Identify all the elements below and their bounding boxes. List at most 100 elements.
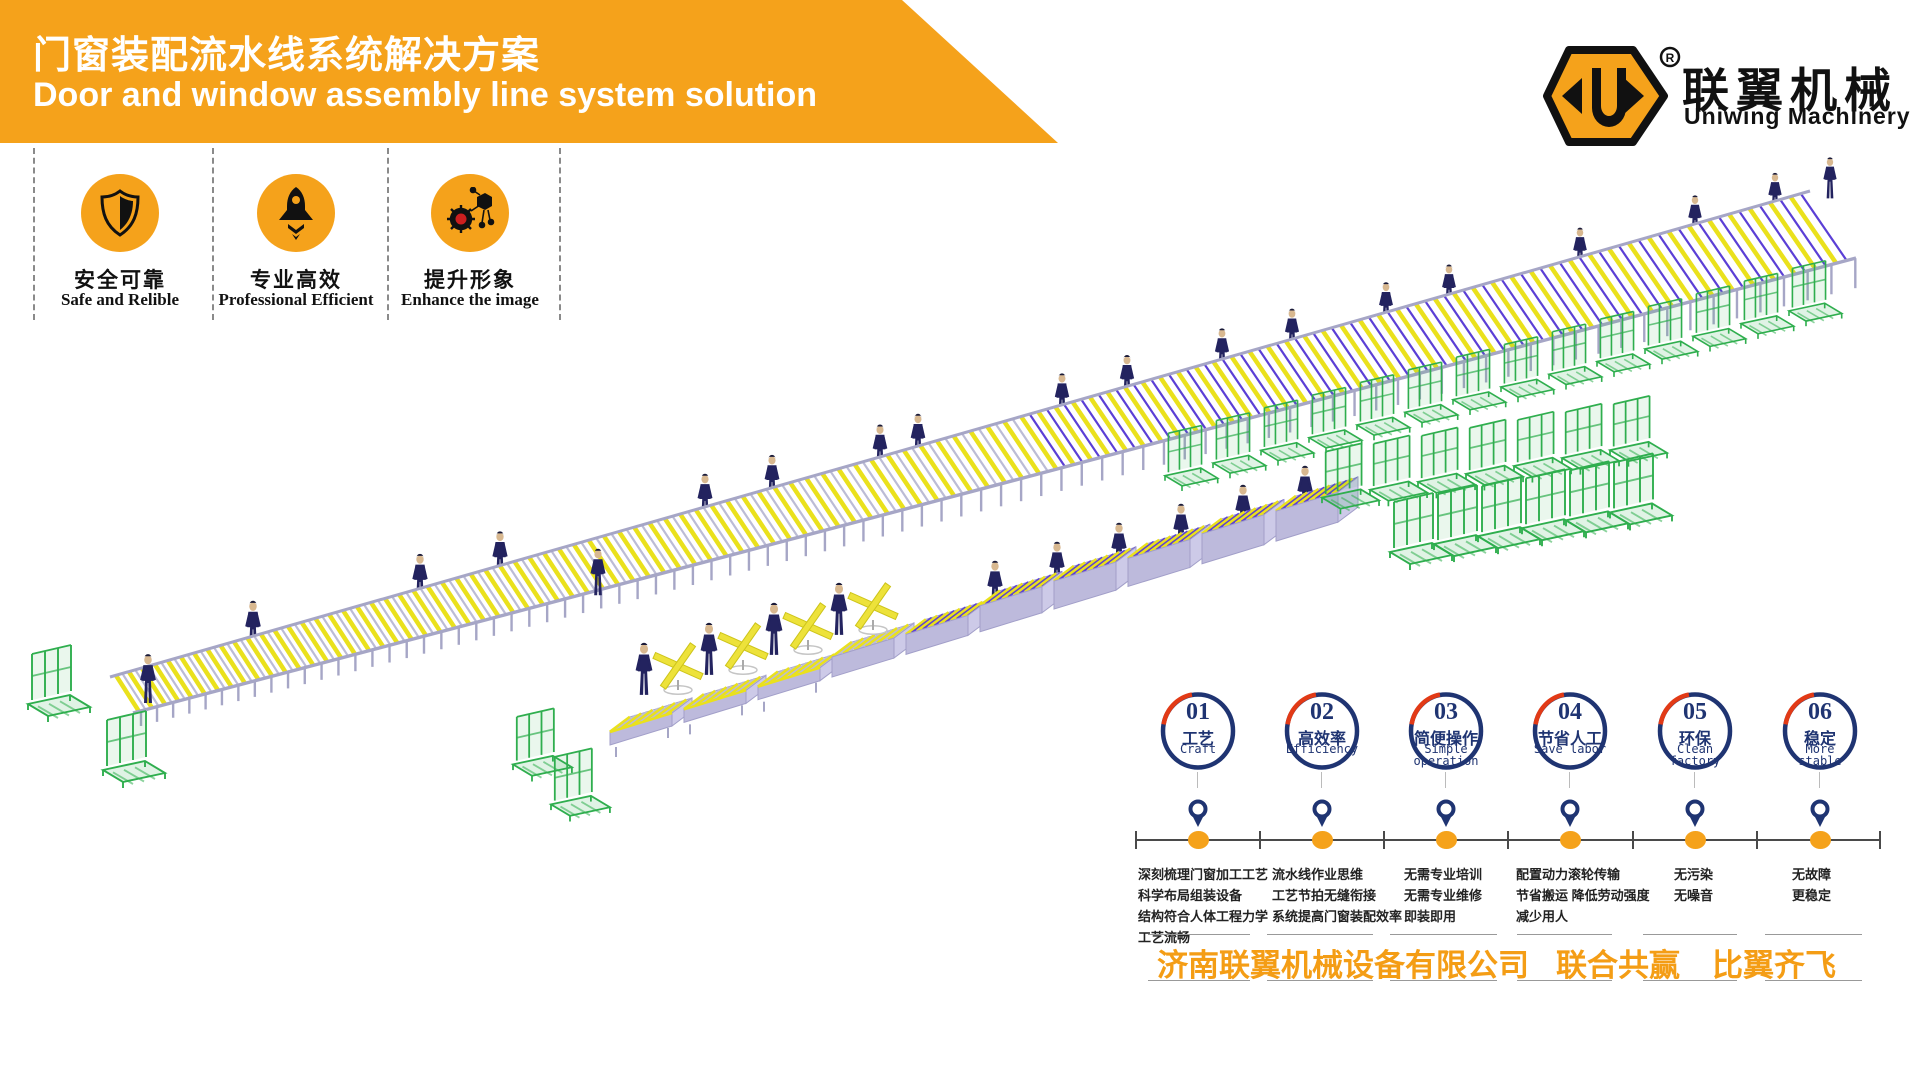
desc-line: 即装即用 [1404, 909, 1457, 924]
desc-line: 深刻梳理门窗加工工艺 [1138, 867, 1269, 882]
timeline-number: 05 [1683, 699, 1707, 725]
desc-line: 科学布局组装设备 [1138, 888, 1243, 903]
feature-label-en: Safe and Relible [60, 290, 180, 309]
timeline-dot [1684, 831, 1706, 849]
worker-figure [765, 602, 783, 655]
pin-icon [1436, 799, 1456, 827]
timeline-tick [1135, 831, 1137, 849]
feature-1: 安全可靠 Safe and Relible [32, 150, 208, 320]
timeline-label-zh: 工艺 [1181, 731, 1214, 748]
footer-divider [1148, 980, 1250, 981]
timeline-ring [1160, 692, 1236, 770]
pin-icon [1188, 799, 1208, 827]
footer-divider [1148, 934, 1250, 935]
company-name: 济南联翼机械设备有限公司 [1157, 948, 1529, 983]
glass-rack [1498, 336, 1556, 403]
desc-line: 节省搬运 降低劳动强度 [1516, 888, 1650, 903]
worker-figure [1823, 157, 1837, 199]
pin-icon [1810, 799, 1830, 827]
desc-line: 结构符合人体工程力学 [1138, 909, 1269, 924]
desc-line: 流水线作业思维 [1272, 867, 1364, 882]
timeline-connector [1197, 772, 1198, 788]
timeline-desc-03: 无需专业培训无需专业维修即装即用 [1404, 864, 1482, 927]
timeline-label-zh: 简便操作 [1413, 731, 1478, 748]
timeline-ring [1782, 692, 1858, 770]
timeline-label-zh: 稳定 [1803, 731, 1836, 748]
desc-line: 无噪音 [1674, 888, 1714, 903]
timeline-tick [1259, 831, 1261, 849]
timeline-number: 03 [1434, 699, 1458, 725]
slogan-2: 比翼齐飞 [1712, 948, 1836, 983]
timeline-number: 04 [1558, 699, 1582, 725]
feature-label-zh: 专业高效 [250, 268, 342, 292]
timeline-dot [1187, 831, 1209, 849]
timeline-desc-02: 流水线作业思维工艺节拍无缝衔接系统提高门窗装配效率 [1272, 864, 1402, 927]
timeline-item-06: 06 稳定 More stable [1755, 692, 1885, 852]
footer-divider [1517, 980, 1612, 981]
feature-label-zh: 提升形象 [424, 268, 516, 292]
glass-rack [1642, 297, 1700, 365]
glass-rack [1690, 285, 1748, 352]
glass-rack [1402, 361, 1460, 428]
feature-2: 专业高效 Professional Efficient [208, 150, 384, 320]
glass-rack [1563, 460, 1631, 539]
glass-rack [1519, 468, 1587, 547]
glass-rack [1559, 402, 1622, 475]
desc-line: 无故障 [1792, 867, 1832, 882]
glass-rack [1594, 310, 1652, 377]
desc-line: 无需专业培训 [1404, 867, 1483, 882]
glass-rack [1607, 452, 1675, 531]
feature-3: 提升形象 Enhance the image [382, 150, 558, 320]
footer-divider [1643, 934, 1737, 935]
feature-divider [559, 148, 561, 320]
glass-rack [1546, 323, 1604, 390]
feature-divider [212, 148, 214, 320]
desc-line: 更稳定 [1792, 888, 1832, 903]
page-title-zh: 门窗装配流水线系统解决方案 [33, 35, 541, 77]
timeline-connector [1445, 772, 1446, 788]
glass-rack [1354, 374, 1412, 441]
svg-text:R: R [1666, 51, 1675, 65]
footer-divider [1390, 980, 1497, 981]
glass-rack [1210, 412, 1268, 479]
feature-label-zh: 安全可靠 [74, 268, 166, 292]
timeline-number: 06 [1808, 699, 1832, 725]
window-frame-x [652, 642, 704, 695]
window-frame-x [782, 602, 834, 655]
timeline-tick [1632, 831, 1634, 849]
timeline-number: 02 [1310, 699, 1334, 725]
rocket-icon [257, 174, 335, 252]
worker-figure [635, 642, 653, 695]
glass-rack [548, 747, 613, 822]
timeline-tick [1383, 831, 1385, 849]
glass-rack [510, 707, 575, 782]
main-conveyor [109, 189, 1857, 726]
timeline-label-zh: 节省人工 [1537, 731, 1602, 748]
timeline-item-04: 04 节省人工 Save labor [1505, 692, 1635, 852]
glass-rack [1367, 434, 1430, 507]
desc-line: 减少用人 [1516, 909, 1569, 924]
timeline-label-en: Simple operation [1413, 742, 1479, 768]
desc-line: 无需专业维修 [1404, 888, 1483, 903]
timeline-label-en: More stable [1798, 742, 1842, 768]
footer-divider [1765, 980, 1862, 981]
timeline-dot [1809, 831, 1831, 849]
timeline-tick [1507, 831, 1509, 849]
timeline-item-01: 01 工艺 Craft [1133, 692, 1263, 852]
timeline-tick [1756, 831, 1758, 849]
glass-rack [1738, 272, 1796, 339]
glass-rack [25, 644, 93, 722]
footer-divider [1643, 980, 1737, 981]
timeline-connector [1321, 772, 1322, 788]
timeline-dot [1311, 831, 1333, 849]
timeline-dot [1559, 831, 1581, 849]
desc-line: 系统提高门窗装配效率 [1272, 909, 1403, 924]
page-title-en: Door and window assembly line system sol… [33, 76, 818, 114]
glass-rack [1450, 348, 1508, 415]
title-banner [0, 0, 1058, 143]
timeline-label-en: Craft [1179, 742, 1217, 756]
worker-figure [830, 582, 848, 635]
timeline-desc-05: 无污染无噪音 [1674, 864, 1713, 906]
